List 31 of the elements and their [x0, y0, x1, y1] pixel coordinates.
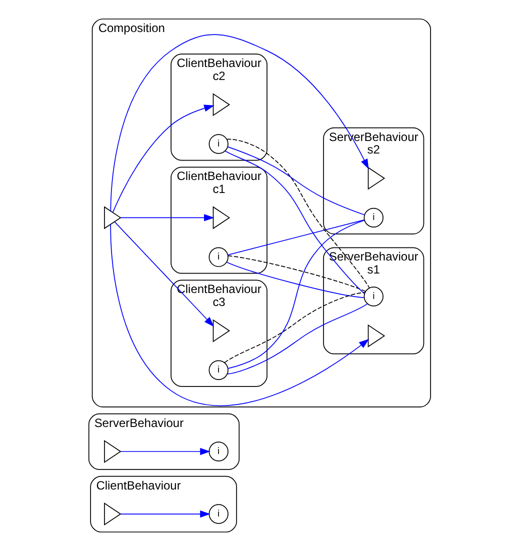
node-circle: i: [208, 442, 228, 462]
node-circle: i: [208, 247, 228, 267]
node-triangle: [104, 440, 121, 463]
node-triangle: [212, 206, 230, 230]
node-circle: i: [363, 208, 383, 228]
connector: [227, 219, 364, 256]
arrow: [120, 510, 210, 518]
connector: [226, 138, 370, 288]
node-triangle: [367, 166, 385, 190]
arrow: [120, 214, 214, 222]
node-circle: i: [208, 360, 228, 380]
connector: [226, 262, 364, 298]
connector: [227, 220, 364, 369]
arrow: [110, 224, 369, 406]
node-triangle: [212, 93, 230, 116]
connector: [224, 150, 364, 294]
arrow: [120, 448, 210, 456]
node-triangle: [212, 319, 230, 342]
node-triangle: [104, 502, 121, 526]
arrow: [112, 104, 214, 213]
node-triangle: [104, 206, 121, 230]
node-circle: i: [208, 504, 228, 524]
arrow: [110, 34, 368, 212]
connector: [226, 146, 364, 216]
node-triangle: [367, 324, 385, 348]
connector: [224, 292, 365, 364]
connector: [227, 255, 366, 292]
node-circle: i: [363, 286, 383, 306]
arrow: [114, 222, 214, 327]
node-circle: i: [208, 134, 228, 154]
connector: [226, 303, 368, 374]
